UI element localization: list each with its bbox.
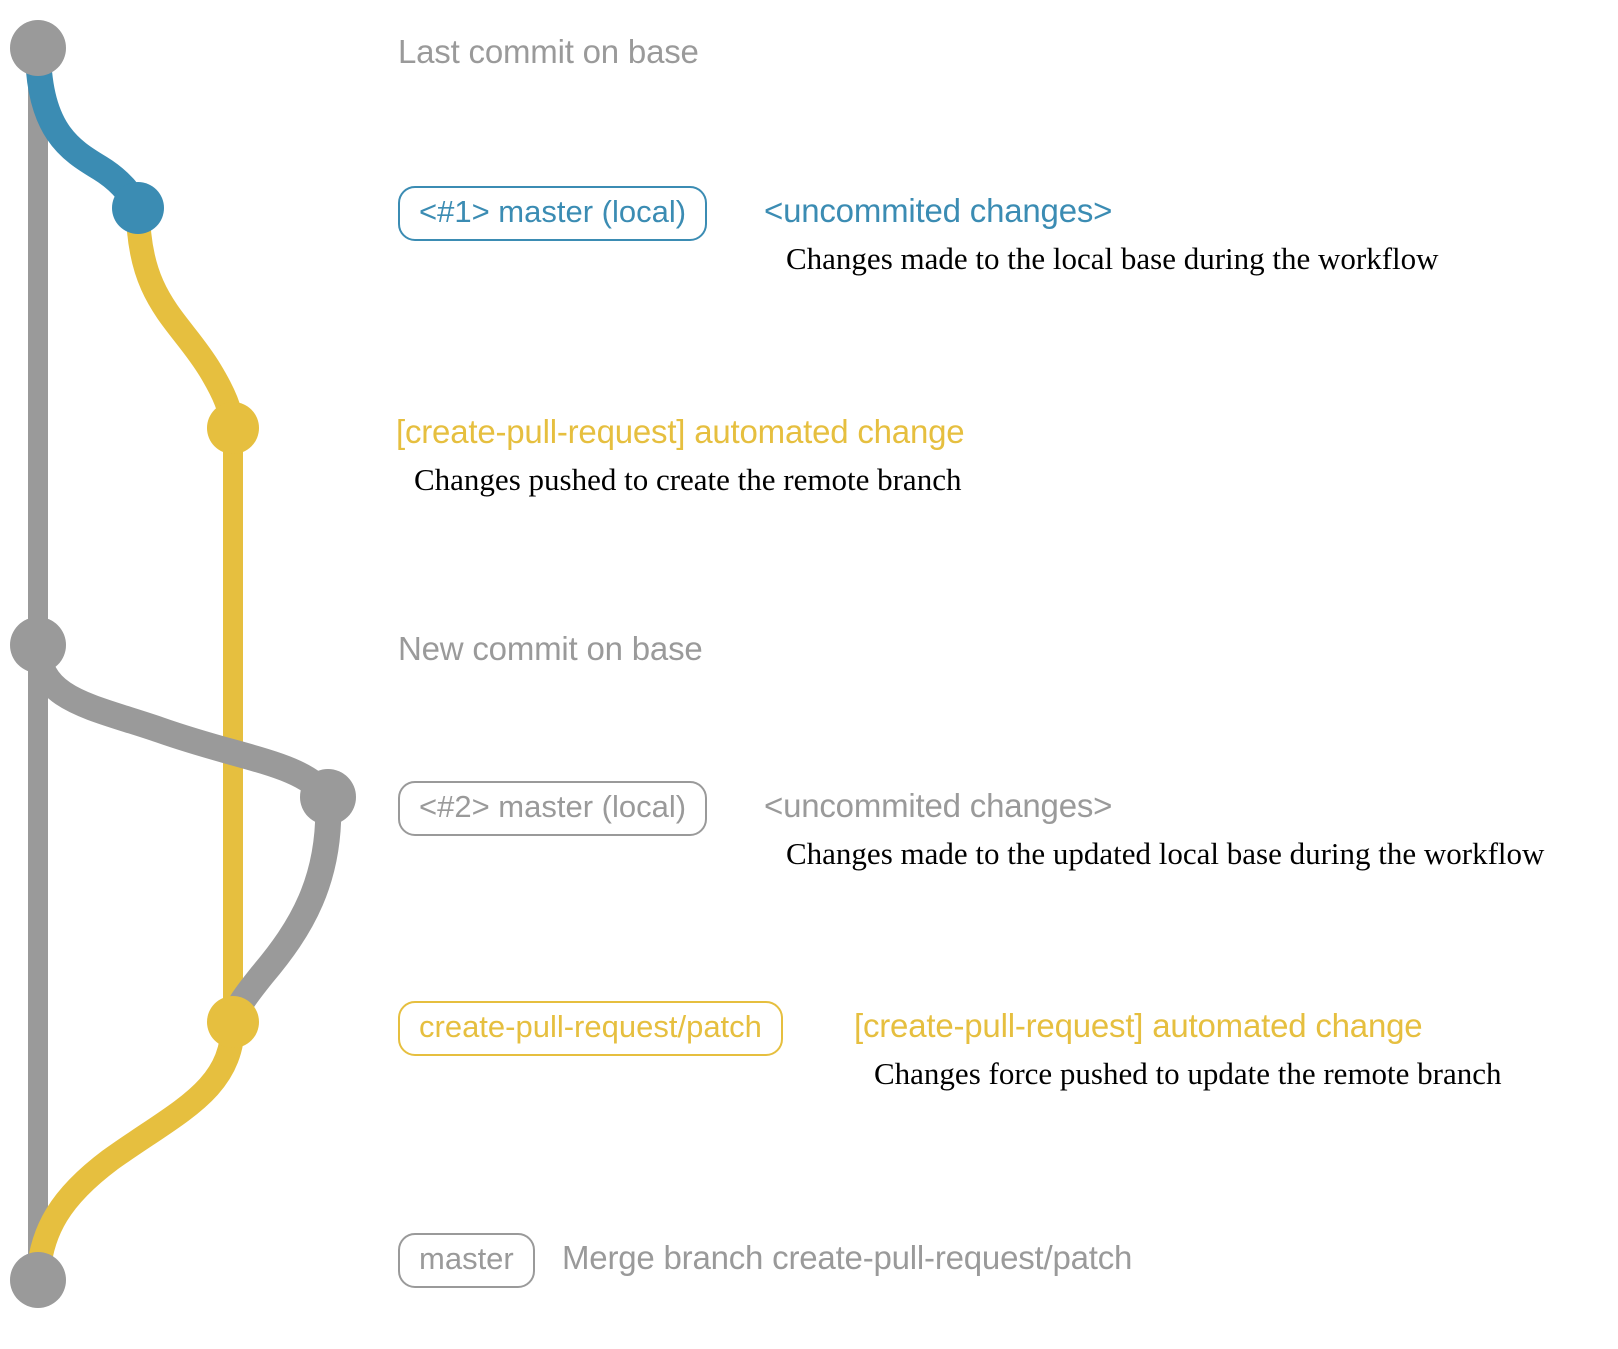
node-base-last (10, 20, 66, 76)
note-master-local-2: Changes made to the updated local base d… (786, 836, 1545, 871)
commit-message-automated-change-2: [create-pull-request] automated change (854, 1007, 1423, 1044)
note-automated-change-2: Changes force pushed to update the remot… (874, 1056, 1502, 1091)
commit-message-master-local-1: <uncommited changes> (764, 192, 1113, 229)
note-master-local-1: Changes made to the local base during th… (786, 241, 1439, 276)
git-graph (0, 0, 400, 1344)
badge-master-local-2[interactable]: <#2> master (local) (398, 781, 708, 836)
badge-master-local-1[interactable]: <#1> master (local) (398, 186, 708, 241)
node-master-local-2 (300, 769, 356, 825)
edge-base-new-to-local-2 (25, 632, 341, 810)
section-title-new-commit-on-base: New commit on base (398, 630, 703, 667)
badge-create-pull-request-patch[interactable]: create-pull-request/patch (398, 1001, 783, 1056)
note-automated-change-1: Changes pushed to create the remote bran… (414, 462, 962, 497)
commit-message-automated-change-1: [create-pull-request] automated change (396, 413, 965, 450)
node-merge (10, 1252, 66, 1308)
edge-patch-2-to-merge (26, 1010, 245, 1292)
node-base-new (10, 617, 66, 673)
commit-message-merge: Merge branch create-pull-request/patch (562, 1239, 1133, 1276)
commit-message-master-local-2: <uncommited changes> (764, 787, 1113, 824)
section-title-last-commit-on-base: Last commit on base (398, 33, 699, 70)
node-patch-create (207, 402, 259, 454)
badge-master[interactable]: master (398, 1233, 535, 1288)
node-patch-update (207, 996, 259, 1048)
node-master-local-1 (112, 182, 164, 234)
